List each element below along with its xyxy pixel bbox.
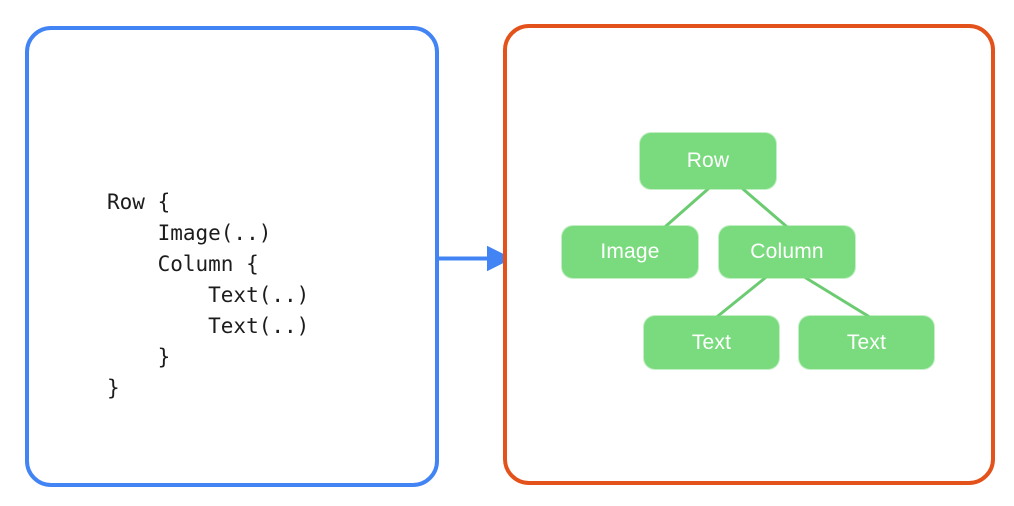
code-snippet: Row { Image(..) Column { Text(..) Text(.… [107, 190, 310, 400]
transform-arrow [435, 245, 511, 272]
tree-node-row[interactable]: Row [640, 133, 776, 189]
tree-node-image[interactable]: Image [562, 226, 698, 278]
tree-node-text-1[interactable]: Text [644, 316, 779, 369]
code-panel: Row { Image(..) Column { Text(..) Text(.… [25, 26, 439, 487]
tree-node-column[interactable]: Column [719, 226, 855, 278]
tree-node-text-2[interactable]: Text [799, 316, 934, 369]
